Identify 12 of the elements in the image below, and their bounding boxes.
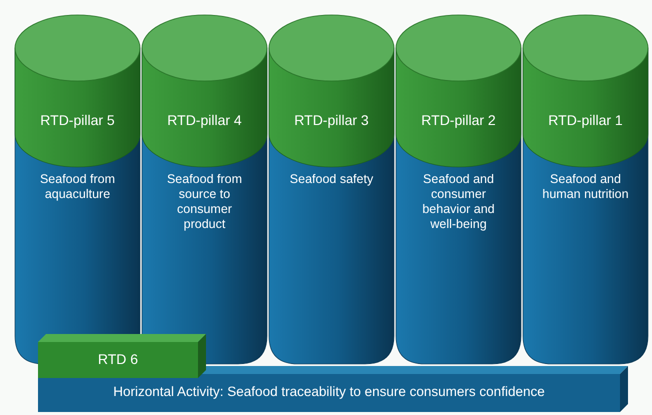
pillar-description: Seafood and human nutrition <box>541 172 630 202</box>
pillar-description: Seafood and consumer behavior and well-being <box>422 172 496 232</box>
activity-label: RTD 6 <box>96 351 140 368</box>
pillar-heading: RTD-pillar 5 <box>39 112 116 129</box>
pillar-heading: RTD-pillar 3 <box>293 112 370 129</box>
pillar-heading: RTD-pillar 2 <box>420 112 497 129</box>
pillar-heading: RTD-pillar 1 <box>547 112 624 129</box>
activity-label: Horizontal Activity: Seafood traceability to ensure consumers confidence <box>112 384 546 400</box>
pillar-description: Seafood safety <box>288 172 374 187</box>
pillar-description: Seafood from source to consumer product <box>166 172 244 232</box>
pillar-description: Seafood from aquaculture <box>38 172 116 202</box>
pillar-heading: RTD-pillar 4 <box>166 112 243 129</box>
